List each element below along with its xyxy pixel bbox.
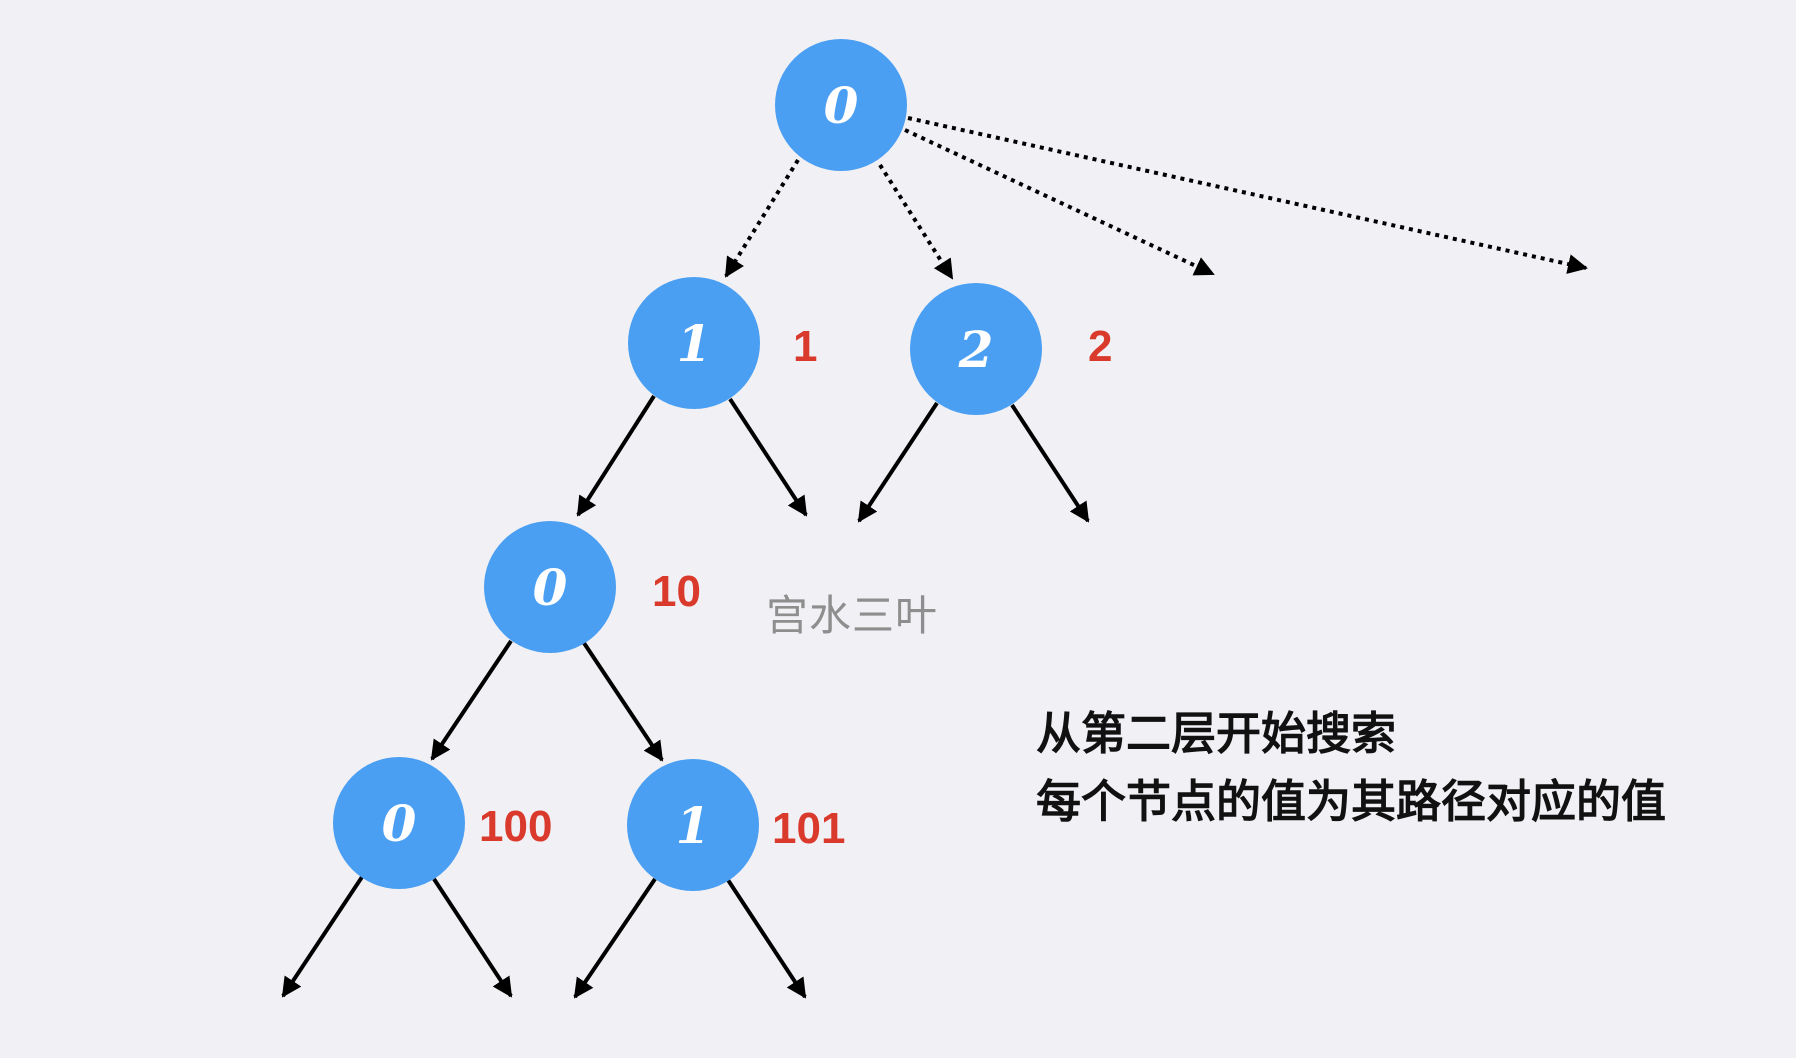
node-label: 0 xyxy=(382,794,417,853)
node-value: 1 xyxy=(793,322,817,371)
solid-edges xyxy=(281,394,1090,999)
edge-n101-right xyxy=(726,878,807,999)
edge-n1-to-n10 xyxy=(576,394,656,517)
edge-n10-to-n100 xyxy=(430,639,513,761)
caption-line-2: 每个节点的值为其路径对应的值 xyxy=(1036,775,1667,828)
edge-n1-right xyxy=(728,397,808,517)
node-root: 0 xyxy=(775,39,907,171)
node-circle xyxy=(627,759,759,891)
node-value: 2 xyxy=(1088,322,1112,371)
edge-n2-right xyxy=(1010,403,1090,523)
edge-n101-left xyxy=(573,877,657,999)
node-n1: 1 xyxy=(628,277,760,409)
node-circle xyxy=(775,39,907,171)
node-circle xyxy=(910,283,1042,415)
node-label: 0 xyxy=(533,558,568,617)
node-n2: 2 xyxy=(910,283,1042,415)
edge-root-to-offscreen-1 xyxy=(904,128,1215,276)
edge-n10-to-n101 xyxy=(582,641,664,762)
node-circle xyxy=(628,277,760,409)
dotted-edges xyxy=(724,116,1588,280)
node-label: 1 xyxy=(676,796,711,855)
edge-n100-left xyxy=(281,875,364,998)
edge-root-to-n2 xyxy=(878,163,954,280)
node-label: 2 xyxy=(958,320,994,379)
node-label: 0 xyxy=(824,76,859,135)
node-circle xyxy=(333,757,465,889)
edge-n2-left xyxy=(857,401,939,523)
node-n100: 0 xyxy=(333,757,465,889)
node-n101: 1 xyxy=(627,759,759,891)
edge-root-to-offscreen-2 xyxy=(907,116,1588,274)
caption-line-1: 从第二层开始搜索 xyxy=(1036,707,1397,760)
node-label: 1 xyxy=(677,314,712,373)
node-value: 100 xyxy=(479,802,552,851)
node-n10: 0 xyxy=(484,521,616,653)
node-circle xyxy=(484,521,616,653)
watermark-text: 宫水三叶 xyxy=(766,591,939,640)
edge-root-to-n1 xyxy=(724,158,800,278)
node-value: 101 xyxy=(772,804,845,853)
caption: 从第二层开始搜索 每个节点的值为其路径对应的值 xyxy=(1036,700,1666,836)
node-value: 10 xyxy=(652,567,701,616)
edge-n100-right xyxy=(432,877,513,998)
